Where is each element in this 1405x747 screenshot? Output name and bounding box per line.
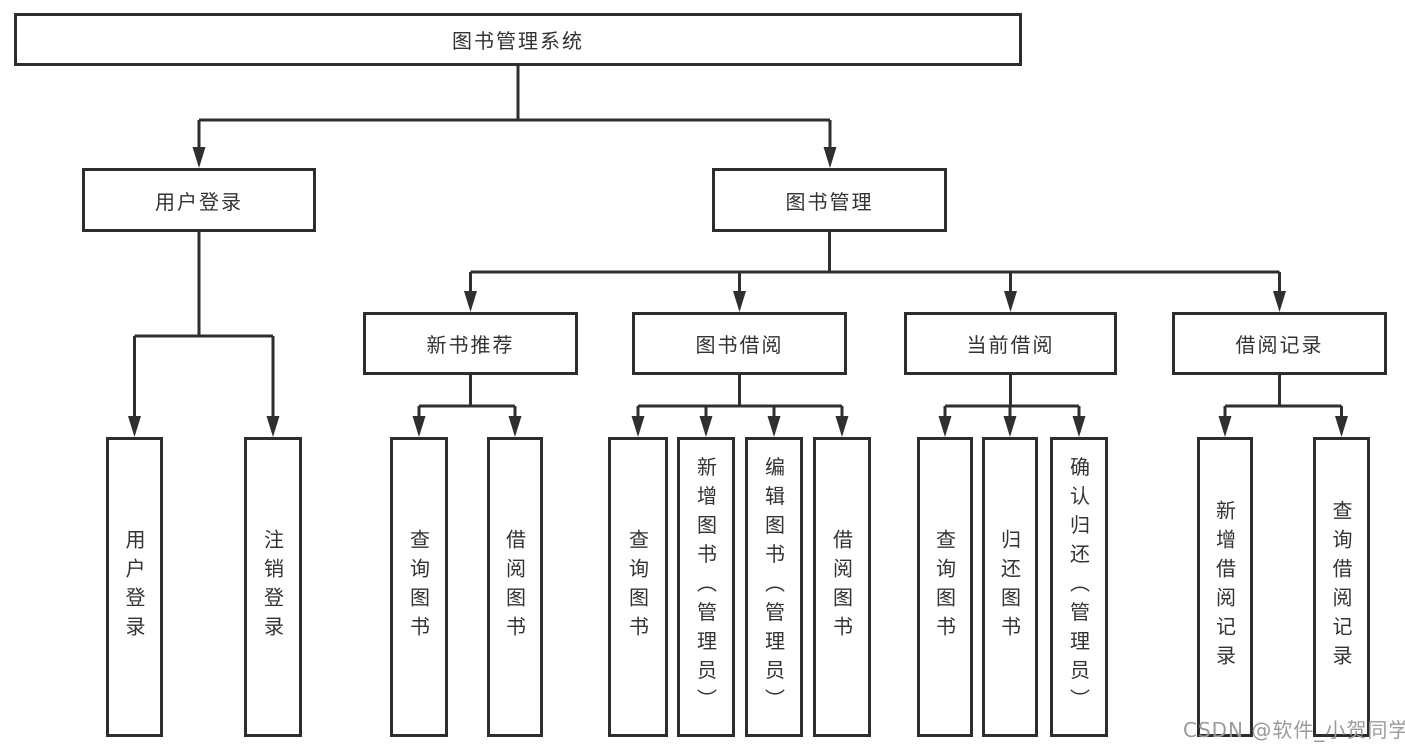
node-book-management-system: 图书管理系统 xyxy=(14,13,1022,66)
connector-new-book-to-leaves xyxy=(412,375,522,437)
leaf-logout: 注销登录 xyxy=(244,437,302,737)
leaf-edit-books-admin-label: 编辑图书（管理员） xyxy=(761,456,786,718)
arrowhead xyxy=(192,147,206,168)
arrowhead xyxy=(699,416,713,437)
arrowhead xyxy=(1273,291,1286,312)
csdn-watermark: CSDN @软件_小贺同学 xyxy=(1183,718,1405,742)
arrowhead xyxy=(938,416,952,437)
leaf-return-books-label: 归还图书 xyxy=(997,529,1022,645)
leaf-add-books-admin: 新增图书（管理员） xyxy=(677,437,735,737)
arrowhead xyxy=(767,416,781,437)
arrowhead xyxy=(835,416,849,437)
arrowhead xyxy=(1004,291,1017,312)
leaf-edit-books-admin: 编辑图书（管理员） xyxy=(745,437,803,737)
leaf-logout-label: 注销登录 xyxy=(260,529,285,645)
connector-current-borrowing-to-leaves xyxy=(938,375,1086,437)
leaf-user-login-label: 用户登录 xyxy=(122,529,146,645)
leaf-query-books-current: 查询图书 xyxy=(917,437,973,737)
arrowhead xyxy=(1003,416,1017,437)
connector-book-borrowing-to-leaves xyxy=(631,375,849,437)
leaf-borrow-books: 借阅图书 xyxy=(813,437,871,737)
leaf-query-books-recommend: 查询图书 xyxy=(390,437,448,737)
leaf-user-login: 用户登录 xyxy=(106,437,163,737)
leaf-add-borrow-record: 新增借阅记录 xyxy=(1197,437,1253,737)
arrowhead xyxy=(266,416,280,437)
leaf-borrow-books-recommend-label: 借阅图书 xyxy=(502,529,527,645)
node-current-borrowing: 当前借阅 xyxy=(904,312,1117,375)
leaf-query-books-borrowing-label: 查询图书 xyxy=(625,529,650,645)
leaf-query-books-current-label: 查询图书 xyxy=(932,529,957,645)
node-borrowing-records: 借阅记录 xyxy=(1172,312,1387,375)
arrowhead xyxy=(1335,416,1348,437)
arrowhead xyxy=(412,416,426,437)
leaf-return-books: 归还图书 xyxy=(982,437,1038,737)
leaf-add-borrow-record-label: 新增借阅记录 xyxy=(1212,500,1237,674)
leaf-confirm-return-admin-label: 确认归还（管理员） xyxy=(1066,456,1091,718)
leaf-query-books-recommend-label: 查询图书 xyxy=(406,529,431,645)
leaf-query-borrow-record-label: 查询借阅记录 xyxy=(1329,500,1353,674)
leaf-borrow-books-recommend: 借阅图书 xyxy=(487,437,543,737)
leaf-add-books-admin-label: 新增图书（管理员） xyxy=(693,456,718,718)
arrowhead xyxy=(1218,416,1232,437)
leaf-confirm-return-admin: 确认归还（管理员） xyxy=(1050,437,1108,737)
connector-root-to-level2 xyxy=(192,66,837,168)
arrowhead xyxy=(508,416,522,437)
node-book-borrowing: 图书借阅 xyxy=(632,312,847,375)
node-book-management: 图书管理 xyxy=(712,168,947,232)
leaf-query-borrow-record: 查询借阅记录 xyxy=(1313,437,1370,737)
arrowhead xyxy=(128,416,141,437)
connector-book-mgmt-to-level3 xyxy=(464,232,1286,312)
node-new-book-recommend: 新书推荐 xyxy=(363,312,578,375)
connector-borrow-records-to-leaves xyxy=(1218,375,1348,437)
arrowhead xyxy=(464,291,477,312)
leaf-borrow-books-label: 借阅图书 xyxy=(829,529,854,645)
leaf-query-books-borrowing: 查询图书 xyxy=(608,437,668,737)
arrowhead xyxy=(631,416,645,437)
arrowhead xyxy=(823,147,837,168)
node-user-login: 用户登录 xyxy=(82,168,316,232)
arrowhead xyxy=(1072,416,1086,437)
arrowhead xyxy=(733,291,746,312)
connector-user-login-to-leaves xyxy=(128,232,280,437)
